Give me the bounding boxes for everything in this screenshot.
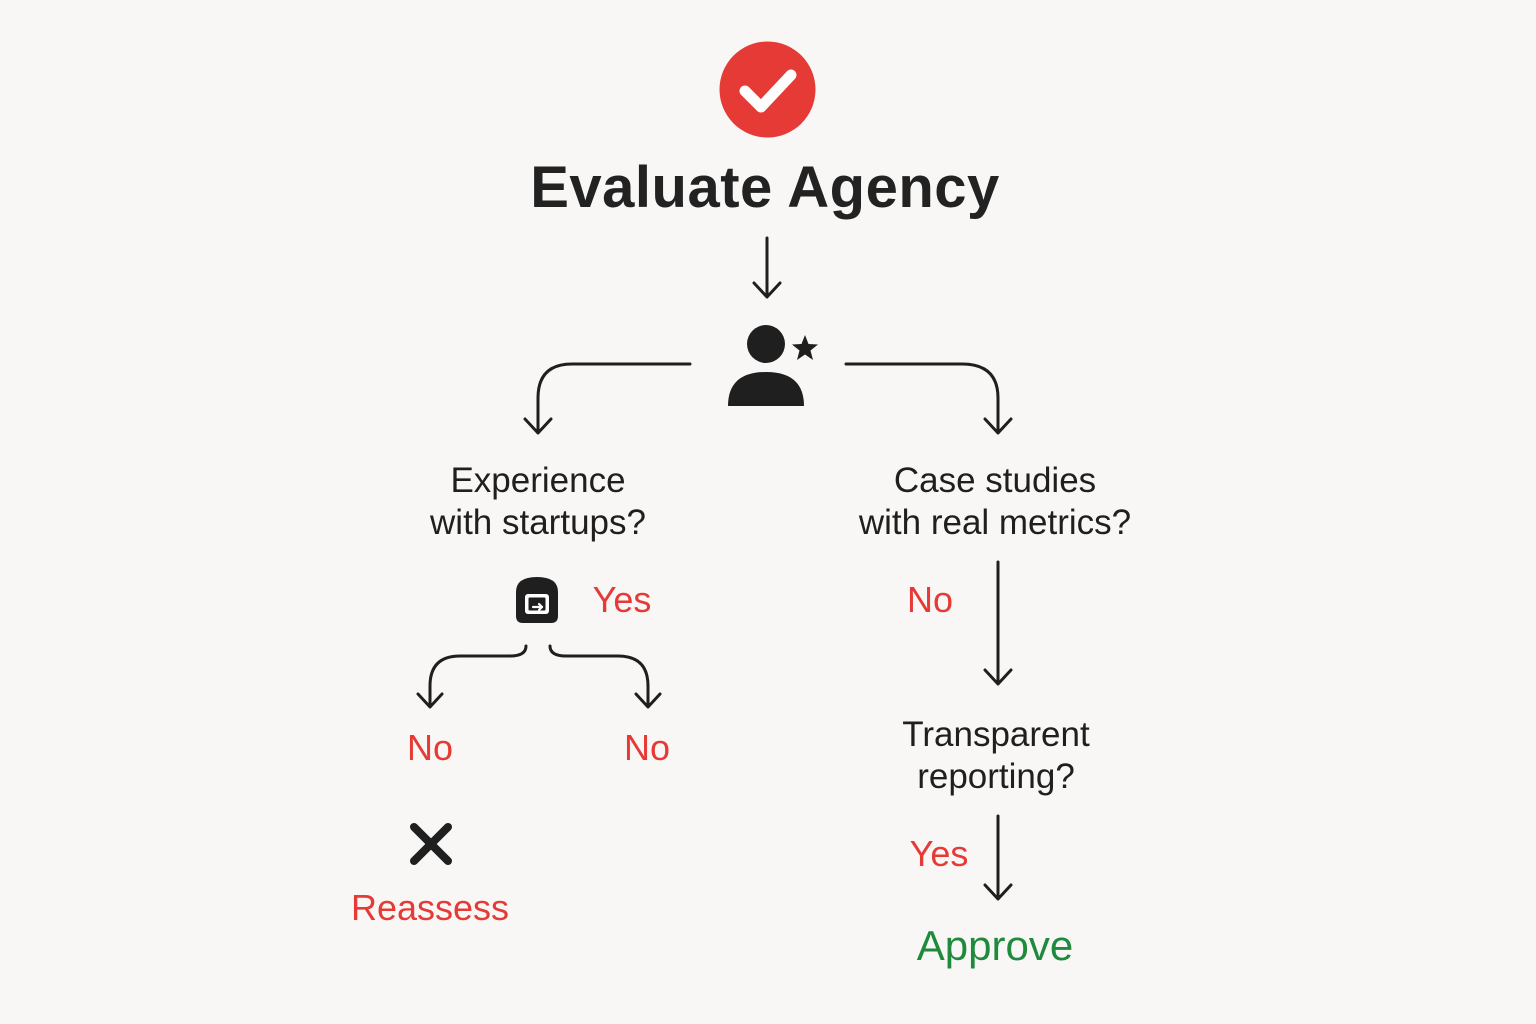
case-studies-question-node: Case studies with real metrics? xyxy=(859,460,1131,544)
right-yes-label: Yes xyxy=(909,833,969,874)
approve-label: Approve xyxy=(916,922,1074,969)
transparent-reporting-question-node: Transparent reporting? xyxy=(902,714,1089,798)
case-studies-line-1: Case studies xyxy=(893,461,1097,500)
page-title: Evaluate Agency xyxy=(530,155,1000,220)
left-no-label-2: No xyxy=(623,727,671,768)
left-no-label-1: No xyxy=(406,727,454,768)
arrow-person-to-experience xyxy=(523,362,692,435)
reassess-label: Reassess xyxy=(350,887,510,928)
left-yes-label: Yes xyxy=(592,579,652,620)
transparent-line-2: reporting? xyxy=(917,757,1075,796)
check-circle-icon xyxy=(719,41,816,138)
arrow-person-to-case-studies xyxy=(844,362,1013,435)
x-mark-icon xyxy=(410,823,452,865)
arrow-case-to-transparent xyxy=(983,560,1013,686)
right-no-label: No xyxy=(906,579,954,620)
person-star-icon xyxy=(728,325,818,406)
experience-line-2: with startups? xyxy=(430,503,646,542)
experience-line-1: Experience xyxy=(450,461,626,500)
square-arrow-icon xyxy=(516,577,558,623)
arrow-split-left xyxy=(416,644,528,709)
case-studies-line-2: with real metrics? xyxy=(858,503,1132,542)
arrow-transparent-to-approve xyxy=(983,814,1013,901)
arrow-title-to-person xyxy=(752,236,782,299)
arrow-split-right xyxy=(548,644,662,709)
experience-question-node: Experience with startups? xyxy=(430,460,646,544)
transparent-line-1: Transparent xyxy=(902,715,1090,754)
